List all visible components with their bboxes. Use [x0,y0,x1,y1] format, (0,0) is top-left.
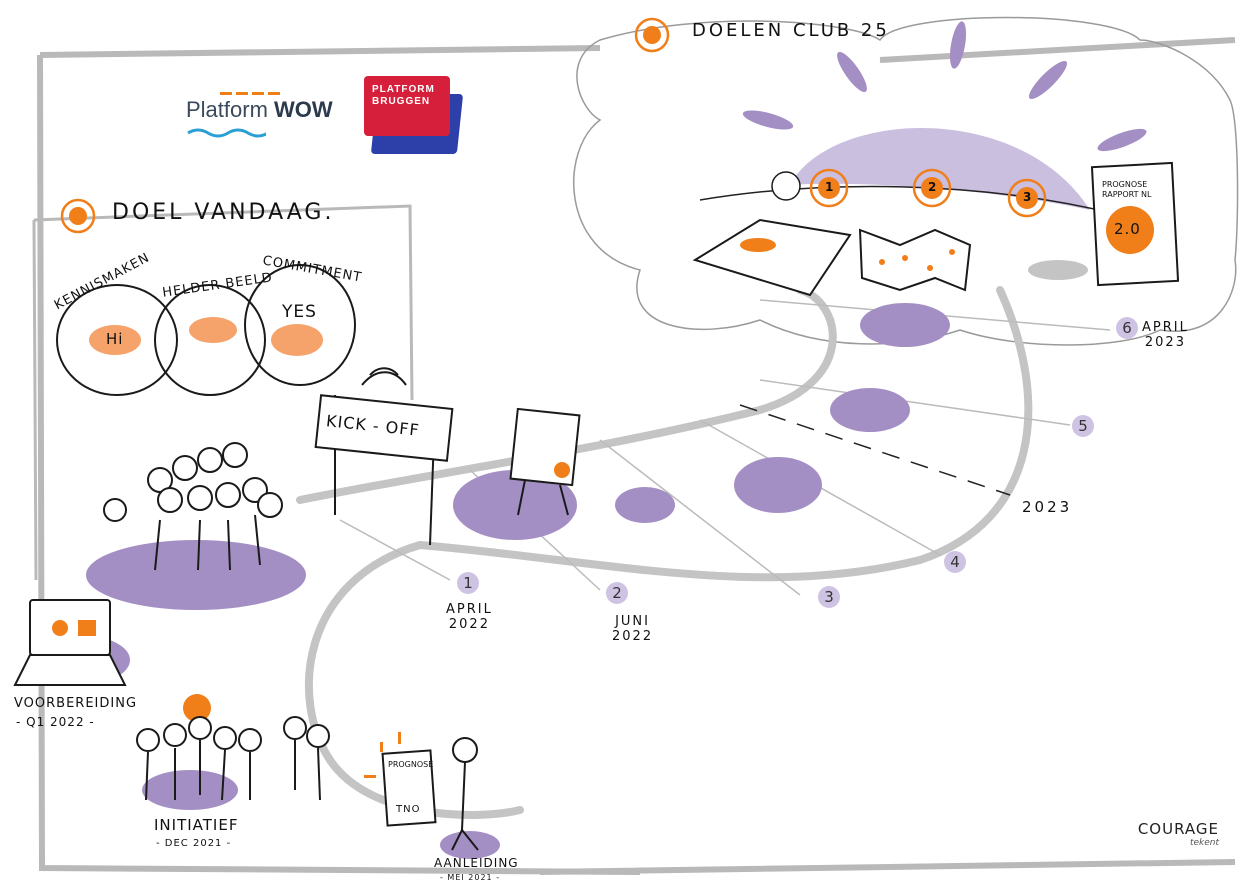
hi-label: Hi [106,330,124,348]
voorbereiding-label: VOORBEREIDING [14,696,138,711]
wow-prefix: Platform [186,97,275,122]
goal-1: 1 [825,180,835,194]
platform-wow-logo: Platform WOW [186,92,336,142]
doel-vandaag-title: DOEL VANDAAG. [112,200,335,225]
aanleiding-date: - MEI 2021 - [440,873,501,882]
bruggen-line2: BRUGGEN [372,96,431,107]
rapport-title: PROGNOSE RAPPORT NL [1102,180,1152,199]
year-marker-2023: 2023 [1022,498,1073,516]
logo-red-shape [364,76,450,136]
milestone-num-5: 5 [1072,415,1094,437]
courage-name: COURAGE [1137,820,1219,838]
courage-sub: tekent [1189,838,1219,848]
yes-label: YES [282,302,317,322]
milestone-num-6: 6 [1116,317,1138,339]
milestone-num-2: 2 [606,582,628,604]
platform-bruggen-logo: PLATFORM BRUGGEN [364,76,464,156]
goal-2: 2 [928,180,938,194]
milestone-label-6: APRIL 2023 [1142,320,1189,350]
bruggen-line1: PLATFORM [372,84,435,95]
courage-credit: COURAGE tekent [1138,820,1219,848]
milestone-num-1: 1 [457,572,479,594]
initiatief-label: INITIATIEF [154,816,239,834]
wave-icon [187,128,266,138]
milestone-label-2: JUNI 2022 [612,614,654,644]
initiatief-date: - DEC 2021 - [156,838,232,849]
prognose-label: PROGNOSE [388,760,434,769]
milestone-num-4: 4 [944,551,966,573]
wow-bold: WOW [274,97,333,122]
tno-label: TNO [396,804,421,815]
milestone-label-1: APRIL 2022 [446,602,493,632]
goal-3: 3 [1023,190,1033,204]
aanleiding-label: AANLEIDING [434,856,519,870]
milestone-num-3: 3 [818,586,840,608]
rapport-value: 2.0 [1114,220,1141,238]
doelen-club-title: DOELEN CLUB 25 [692,20,890,41]
voorbereiding-date: - Q1 2022 - [16,715,95,729]
